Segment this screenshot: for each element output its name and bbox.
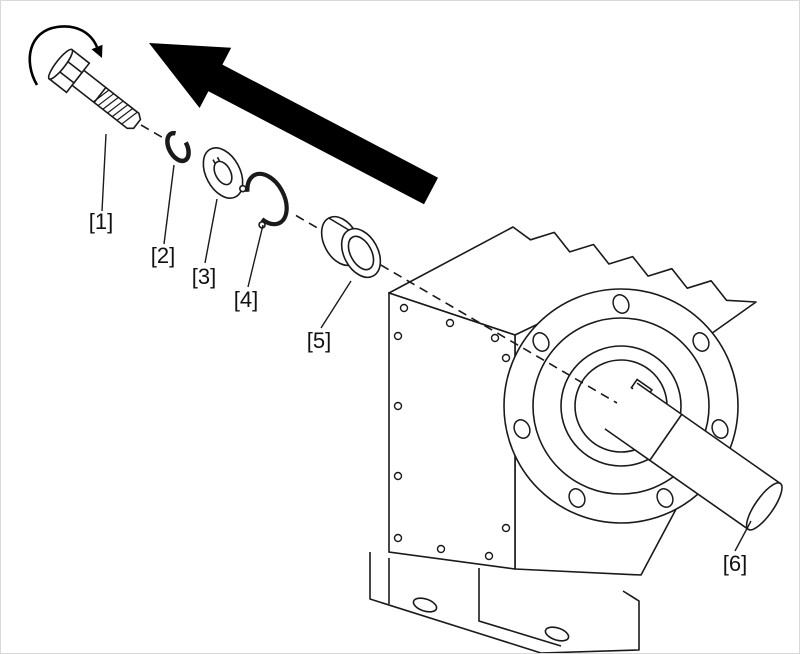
base-mounting-hole <box>544 626 570 642</box>
gearbox-housing <box>388 226 783 576</box>
panel-screw-holes <box>393 303 511 561</box>
bushing <box>320 215 382 279</box>
base-mounting-hole <box>412 597 438 613</box>
rotation-arrow <box>28 25 103 86</box>
gearbox-base <box>369 552 640 653</box>
assembly-direction-arrow <box>149 43 438 205</box>
hex-bolt <box>28 25 142 130</box>
lock-washer <box>165 130 191 164</box>
part-label-1: [1] <box>89 209 113 234</box>
leader-lines <box>101 133 752 552</box>
shaft-end-face <box>745 482 783 531</box>
output-shaft <box>604 382 783 531</box>
flange-bolt-holes <box>513 294 729 508</box>
assembly-centerline <box>140 124 618 404</box>
part-label-6: [6] <box>723 551 747 576</box>
gearbox-left-panel <box>388 291 516 570</box>
bolt-threads <box>92 89 138 125</box>
part-label-2: [2] <box>151 243 175 268</box>
keyed-washer <box>202 147 244 199</box>
part-label-3: [3] <box>192 264 216 289</box>
part-label-5: [5] <box>307 328 331 353</box>
part-label-4: [4] <box>234 287 258 312</box>
retaining-ring <box>239 171 289 229</box>
